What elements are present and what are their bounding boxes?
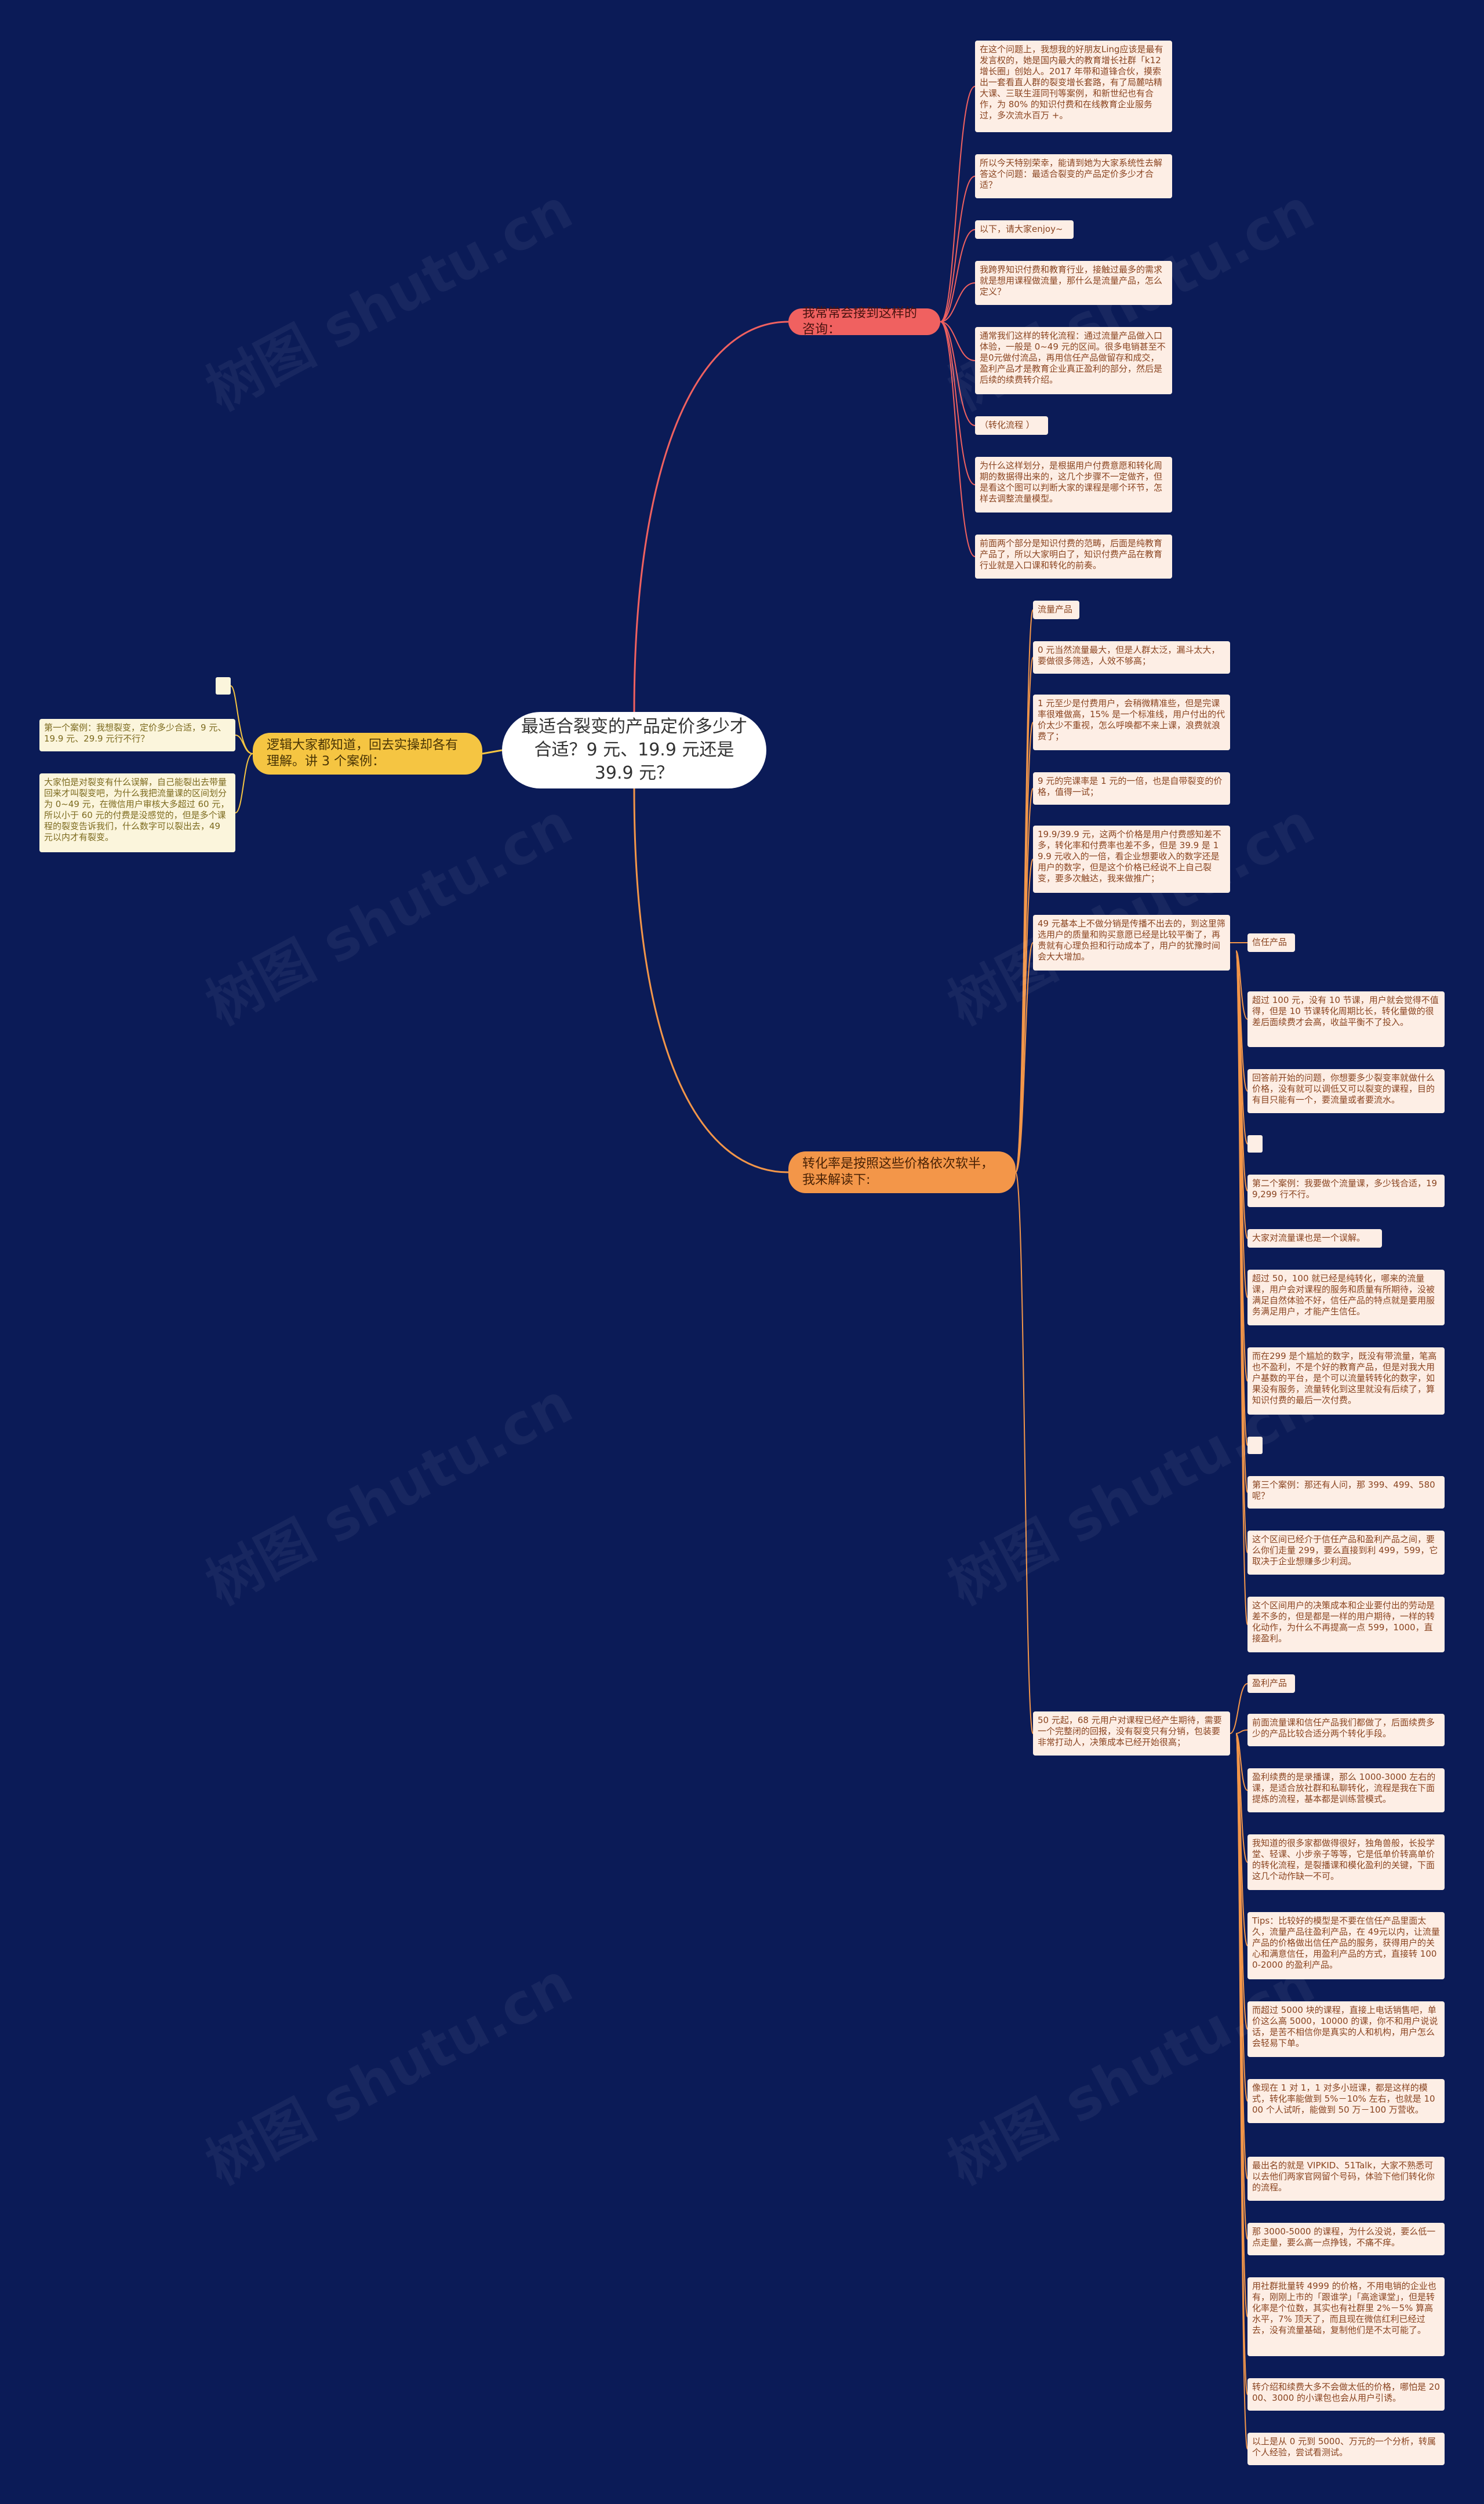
branch-three-cases[interactable]: 逻辑大家都知道，回去实操却各有理解。讲 3 个案例： <box>253 733 482 775</box>
connector-red-leaf-2 <box>940 176 976 322</box>
connector-red-leaf-6 <box>940 321 976 426</box>
traffic-leaf-3[interactable]: 9 元的完课率是 1 元的一倍，也是自带裂变的价格，值得一试； <box>1033 772 1230 805</box>
connector-red-leaf-4 <box>940 282 976 322</box>
profit-leaf-10[interactable]: 转介绍和续费大多不会做太低的价格，哪怕是 2000、3000 的小课包也会从用户… <box>1247 2378 1445 2411</box>
connector-traffic-2 <box>1015 657 1034 1173</box>
trust-placeholder-node-2[interactable] <box>1247 1437 1263 1454</box>
profit-leaf-1[interactable]: 前面流量课和信任产品我们都做了，后面续费多少的产品比较合适分两个转化手段。 <box>1247 1714 1445 1746</box>
connector-profit-1 <box>1235 1729 1248 1734</box>
profit-leaf-3[interactable]: 我知道的很多家都做得很好，独角兽般，长投学堂、轻课、小步亲子等等，它是低单价转高… <box>1247 1834 1445 1890</box>
connector-traffic-1 <box>1015 609 1034 1173</box>
profit-product-label[interactable]: 盈利产品 <box>1247 1674 1295 1693</box>
traffic-leaf-1[interactable]: 0 元当然流量最大，但是人群太泛，漏斗太大，要做很多筛选，人效不够高； <box>1033 641 1230 674</box>
trust-product-label[interactable]: 信任产品 <box>1247 933 1295 952</box>
profit-leaf-8[interactable]: 那 3000-5000 的课程，为什么没说，要么低一点走量，要么高一点挣钱，不痛… <box>1247 2223 1445 2255</box>
profit-leaf-4[interactable]: Tips：比较好的模型是不要在信任产品里面太久，流量产品往盈利产品，在 49元以… <box>1247 1912 1445 1979</box>
trust-leaf-1[interactable]: 超过 100 元，没有 10 节课，用户就会觉得不值得，但是 10 节课转化周期… <box>1247 991 1445 1047</box>
connector-profit-label <box>1230 1683 1248 1734</box>
connector-center-yellow <box>482 749 503 755</box>
yellow-leaf-1[interactable]: 第一个案例：我想裂变，定价多少合适，9 元、19.9 元、29.9 元行不行？ <box>39 719 235 751</box>
red-leaf-1[interactable]: 在这个问题上，我想我的好朋友Ling应该是最有发言权的，她是国内最大的教育增长社… <box>975 41 1172 132</box>
trust-leaf-5[interactable]: 超过 50，100 就已经是纯转化，哪来的流量课，用户会对课程的服务和质量有所期… <box>1247 1270 1445 1325</box>
profit-leaf-2[interactable]: 盈利续费的是录播课，那么 1000-3000 左右的课，是适合放社群和私聊转化，… <box>1247 1768 1445 1812</box>
trust-leaf-8[interactable]: 这个区间已经介于信任产品和盈利产品之间，要么你们走量 299，要么直接到利 49… <box>1247 1531 1445 1575</box>
red-leaf-5[interactable]: 通常我们这样的转化流程：通过流量产品做入口体验，一般是 0~49 元的区间。很多… <box>975 327 1172 394</box>
trust-leaf-9[interactable]: 这个区间用户的决策成本和企业要付出的劳动是差不多的，但是都是一样的用户期待，一样… <box>1247 1597 1445 1652</box>
central-topic[interactable]: 最适合裂变的产品定价多少才合适？9 元、19.9 元还是39.9 元？ <box>502 712 766 788</box>
traffic-leaf-2[interactable]: 1 元至少是付费用户，会稍微精准些，但是完课率很难做高，15% 是一个标准线，用… <box>1033 695 1230 750</box>
trust-leaf-7[interactable]: 第三个案例：那还有人问，那 399、499、580 呢？ <box>1247 1476 1445 1509</box>
connector-red-leaf-3 <box>940 229 976 322</box>
red-leaf-3[interactable]: 以下，请大家enjoy~ <box>975 220 1074 239</box>
connector-yellow-leaf-1 <box>235 735 253 754</box>
profit-leaf-11[interactable]: 以上是从 0 元到 5000、万元的一个分析，转属个人经验，尝试看测试。 <box>1247 2433 1445 2465</box>
connector-center-red <box>633 321 789 713</box>
connector-trust-11 <box>1235 950 1248 1625</box>
connector-traffic-7 <box>1015 1172 1034 1734</box>
connector-red-leaf-5 <box>940 321 976 361</box>
branch-conversion-rate[interactable]: 转化率是按照这些价格依次软半，我来解读下: <box>788 1151 1016 1193</box>
connector-traffic-3 <box>1015 722 1034 1173</box>
red-leaf-6[interactable]: （转化流程 ） <box>975 416 1048 435</box>
profit-leaf-6[interactable]: 像现在 1 对 1，1 对多小班课，都是这样的模式，转化率能做到 5%－10% … <box>1247 2079 1445 2123</box>
traffic-leaf-4[interactable]: 19.9/39.9 元，这两个价格是用户付费感知差不多，转化率和付费率也差不多，… <box>1033 826 1230 893</box>
trust-leaf-3[interactable]: 第二个案例：我要做个流量课，多少钱合适，199,299 行不行。 <box>1247 1175 1445 1207</box>
red-leaf-8[interactable]: 前面两个部分是知识付费的范畴，后面是纯教育产品了，所以大家明白了，知识付费产品在… <box>975 535 1172 579</box>
connector-traffic-4 <box>1015 788 1034 1173</box>
trust-leaf-4[interactable]: 大家对流量课也是一个误解。 <box>1247 1229 1382 1248</box>
connector-red-leaf-7 <box>940 321 976 485</box>
traffic-leaf-6[interactable]: 50 元起，68 元用户对课程已经产生期待，需要一个完整闭的回报，没有裂变只有分… <box>1033 1711 1230 1756</box>
branch-consultation[interactable]: 我常常会接到这样的咨询： <box>788 306 940 337</box>
trust-leaf-6[interactable]: 而在299 是个尴尬的数字，既没有带流量，笔高也不盈利，不是个好的教育产品，但是… <box>1247 1347 1445 1415</box>
connector-traffic-6 <box>1015 942 1034 1173</box>
traffic-leaf-5[interactable]: 49 元基本上不做分销是传播不出去的，到这里筛选用户的质量和购买意愿已经是比较平… <box>1033 915 1230 971</box>
red-leaf-4[interactable]: 我跨界知识付费和教育行业，接触过最多的需求就是想用课程做流量，那什么是流量产品，… <box>975 261 1172 305</box>
yellow-leaf-2[interactable]: 大家怕是对裂变有什么误解，自己能裂出去带量回来才叫裂变吧，为什么我把流量课的区间… <box>39 773 235 852</box>
connector-yellow-leaf-2 <box>235 753 253 813</box>
connector-center-orange <box>633 788 789 1173</box>
red-leaf-7[interactable]: 为什么这样划分，是根据用户付费意愿和转化周期的数据得出来的，这几个步骤不一定做齐… <box>975 457 1172 513</box>
connector-red-leaf-1 <box>940 86 976 322</box>
connector-profit-11 <box>1235 1733 1248 2450</box>
profit-leaf-7[interactable]: 最出名的就是 VIPKID、51Talk，大家不熟悉可以去他们两家官网留个号码，… <box>1247 2157 1445 2201</box>
trust-leaf-2[interactable]: 回答前开始的问题，你想要多少裂变率就做什么价格，没有就可以调低又可以裂变的课程，… <box>1247 1069 1445 1113</box>
yellow-placeholder-node[interactable] <box>216 677 231 695</box>
traffic-product-label[interactable]: 流量产品 <box>1033 601 1079 619</box>
profit-leaf-9[interactable]: 用社群批量转 4999 的价格，不用电销的企业也有，刚刚上市的「跟谁学」「高途课… <box>1247 2277 1445 2356</box>
profit-leaf-5[interactable]: 而超过 5000 块的课程，直接上电话销售吧，单价这么高 5000，10000 … <box>1247 2001 1445 2057</box>
connector-red-leaf-8 <box>940 321 976 557</box>
trust-placeholder-node[interactable] <box>1247 1135 1263 1153</box>
red-leaf-2[interactable]: 所以今天特别荣幸，能请到她为大家系统性去解答这个问题：最适合裂变的产品定价多少才… <box>975 154 1172 198</box>
